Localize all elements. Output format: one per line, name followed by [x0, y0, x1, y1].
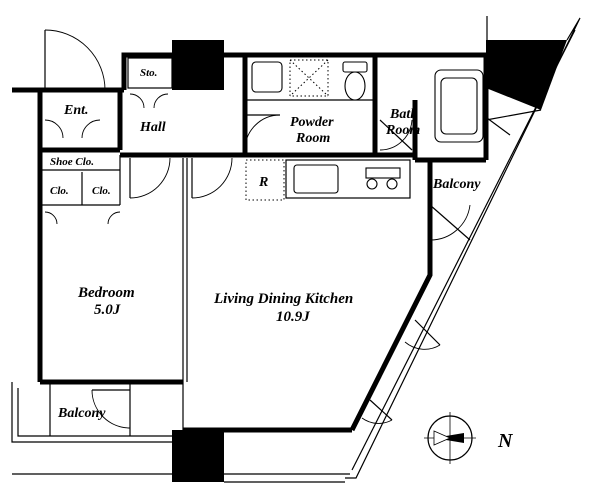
balcony-east-outline: [345, 17, 581, 479]
label-refrigerator: R: [258, 175, 268, 190]
label-powder-room-2: Room: [295, 131, 330, 146]
label-balcony-east: Balcony: [432, 177, 481, 192]
label-bath-room-1: Bath: [389, 107, 418, 122]
toilet-bowl: [344, 71, 366, 101]
label-entrance: Ent.: [63, 103, 89, 118]
column-top-center: [172, 40, 224, 90]
bathtub-inner: [440, 77, 478, 135]
wall-living-right: [349, 160, 433, 432]
label-closet-2: Clo.: [92, 185, 111, 197]
label-ldk-2: 10.9J: [276, 309, 310, 325]
compass-icon: [424, 412, 476, 464]
kitchen-counter: [285, 159, 411, 199]
label-ldk-1: Living Dining Kitchen: [213, 291, 353, 307]
label-powder-room-1: Powder: [290, 115, 334, 130]
burner-2: [386, 178, 398, 190]
storage-box: [127, 57, 173, 89]
label-bedroom-1: Bedroom: [77, 285, 135, 301]
label-bath-room-2: Room: [385, 123, 420, 138]
label-hall: Hall: [139, 120, 166, 135]
label-bedroom-2: 5.0J: [94, 302, 121, 318]
label-balcony-west: Balcony: [57, 406, 106, 421]
label-storage: Sto.: [140, 67, 157, 79]
label-closet-1: Clo.: [50, 185, 69, 197]
balcony-west-outline: [11, 382, 172, 443]
washing-machine-space: [289, 59, 329, 97]
column-top-right: [486, 40, 567, 110]
compass-north-label: N: [497, 430, 514, 452]
toilet-tank: [342, 61, 368, 73]
wall-top-left: [121, 52, 172, 90]
washbasin: [251, 61, 283, 93]
burner-1: [366, 178, 378, 190]
refrigerator-space: [245, 159, 285, 201]
kitchen-sink: [293, 164, 339, 194]
column-bottom-center: [172, 430, 224, 482]
range-hood: [365, 167, 401, 179]
label-shoe-closet: Shoe Clo.: [50, 156, 94, 168]
